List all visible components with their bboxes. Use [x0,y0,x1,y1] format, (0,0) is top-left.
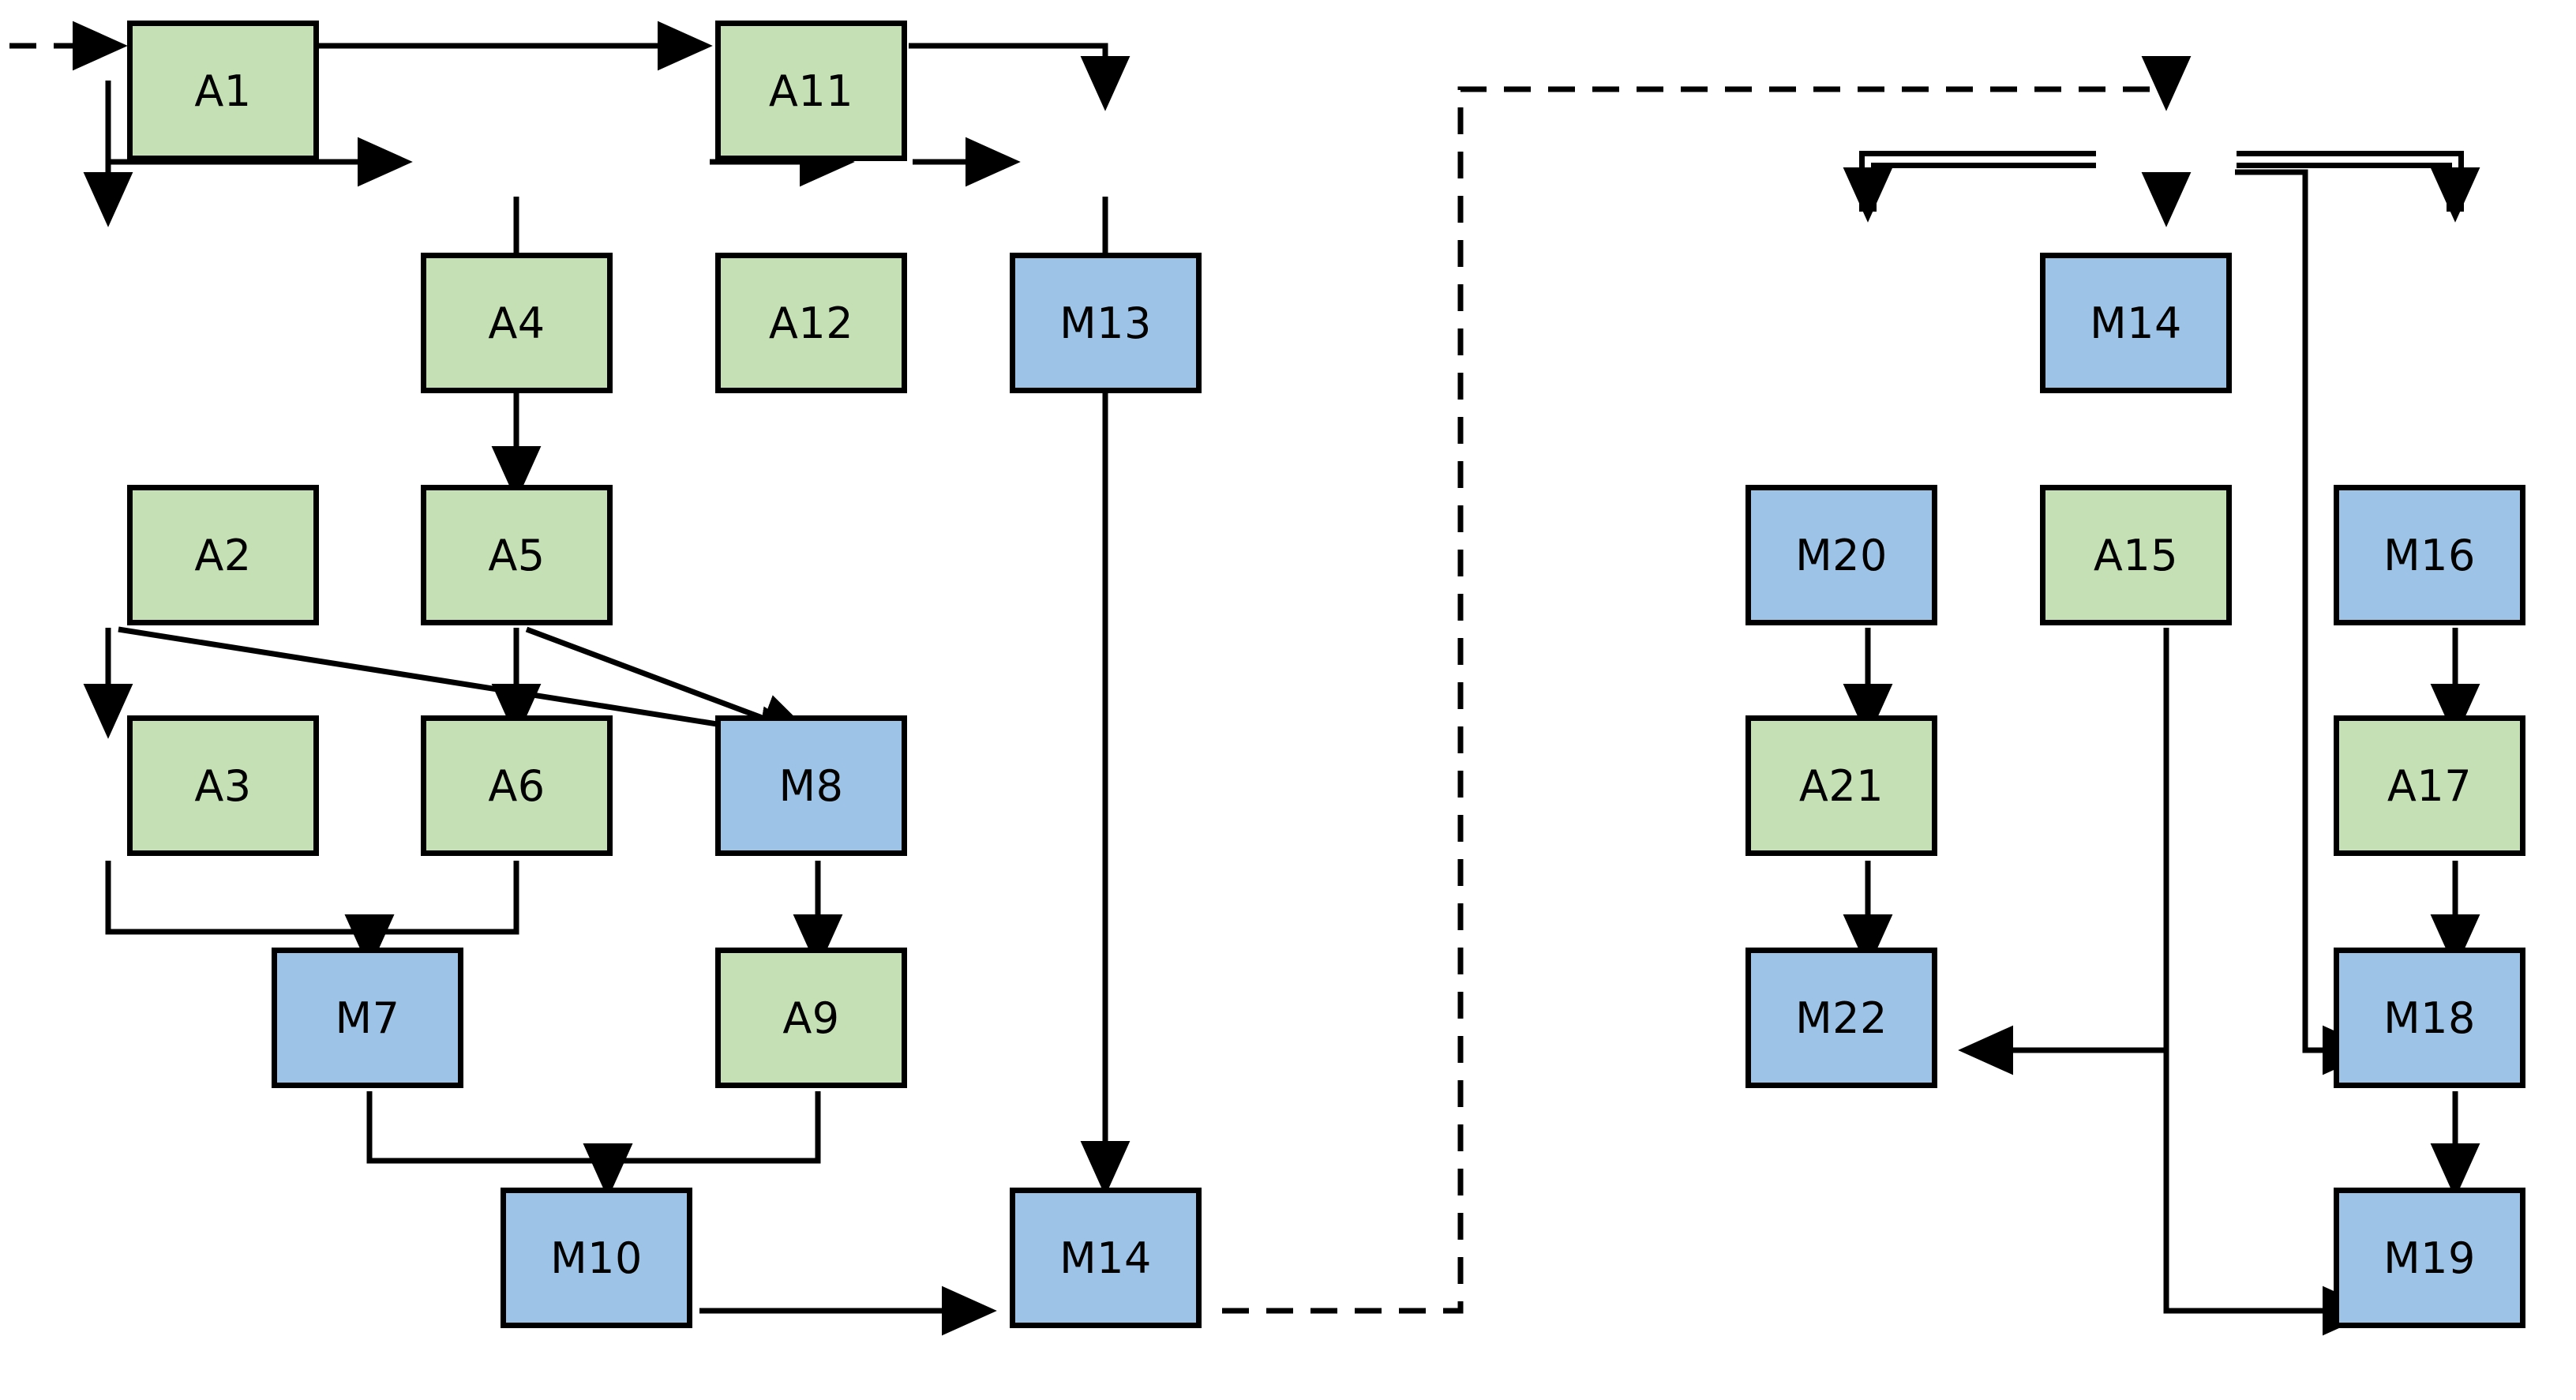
node-a11[interactable]: A11 [715,21,907,161]
node-label: M13 [1059,298,1152,348]
node-label: M8 [778,760,844,811]
node-a5[interactable]: A5 [421,485,613,625]
node-m7[interactable]: M7 [272,948,463,1088]
node-m13[interactable]: M13 [1010,253,1202,393]
node-m8[interactable]: M8 [715,715,907,856]
node-label: M7 [335,993,400,1043]
node-m10[interactable]: M10 [501,1188,692,1328]
node-label: M10 [550,1233,643,1283]
node-m14l[interactable]: M14 [1010,1188,1202,1328]
edge-m14-to-m16-inner [2237,156,2458,212]
node-a15[interactable]: A15 [2040,485,2232,625]
edge-a11-to-m13 [909,43,1131,111]
node-m18[interactable]: M18 [2334,948,2525,1088]
node-label: A1 [194,66,252,116]
node-a1[interactable]: A1 [127,21,319,161]
node-label: M20 [1795,530,1888,580]
node-label: M18 [2383,993,2476,1043]
node-a4[interactable]: A4 [421,253,613,393]
node-a3[interactable]: A3 [127,715,319,856]
node-label: A12 [768,298,854,348]
node-label: A9 [782,993,840,1043]
node-a6[interactable]: A6 [421,715,613,856]
node-a17[interactable]: A17 [2334,715,2525,856]
node-label: M16 [2383,530,2476,580]
node-m22[interactable]: M22 [1745,948,1937,1088]
node-a21[interactable]: A21 [1745,715,1937,856]
node-label: A17 [2387,760,2473,811]
edge-m7-to-m10 [366,1091,633,1199]
node-a12[interactable]: A12 [715,253,907,393]
node-m16[interactable]: M16 [2334,485,2525,625]
edge-a6-to-m7 [344,861,519,970]
node-label: A21 [1798,760,1884,811]
node-label: A11 [768,66,854,116]
edge-m14-to-m16 [2237,151,2464,212]
edge-m14-to-m20 [1859,151,2096,212]
node-label: A5 [488,530,546,580]
node-label: M14 [1059,1233,1152,1283]
edge-a3-to-m7 [105,861,395,970]
node-label: A6 [488,760,546,811]
node-label: M14 [2090,298,2182,348]
node-label: M19 [2383,1233,2476,1283]
node-label: A2 [194,530,252,580]
node-a9[interactable]: A9 [715,948,907,1088]
edge-a9-to-m10 [583,1091,821,1199]
node-label: A4 [488,298,546,348]
edge-m14-left-to-m14-right [1222,55,2192,1314]
node-a2[interactable]: A2 [127,485,319,625]
node-m19[interactable]: M19 [2334,1188,2525,1328]
node-m20[interactable]: M20 [1745,485,1937,625]
edge-a15-to-m22 [1958,628,2169,1075]
edge-m14-to-m20-inner [1865,156,2096,212]
node-label: M22 [1795,993,1888,1043]
node-label: A15 [2093,530,2179,580]
node-label: A3 [194,760,252,811]
node-m14r[interactable]: M14 [2040,253,2232,393]
